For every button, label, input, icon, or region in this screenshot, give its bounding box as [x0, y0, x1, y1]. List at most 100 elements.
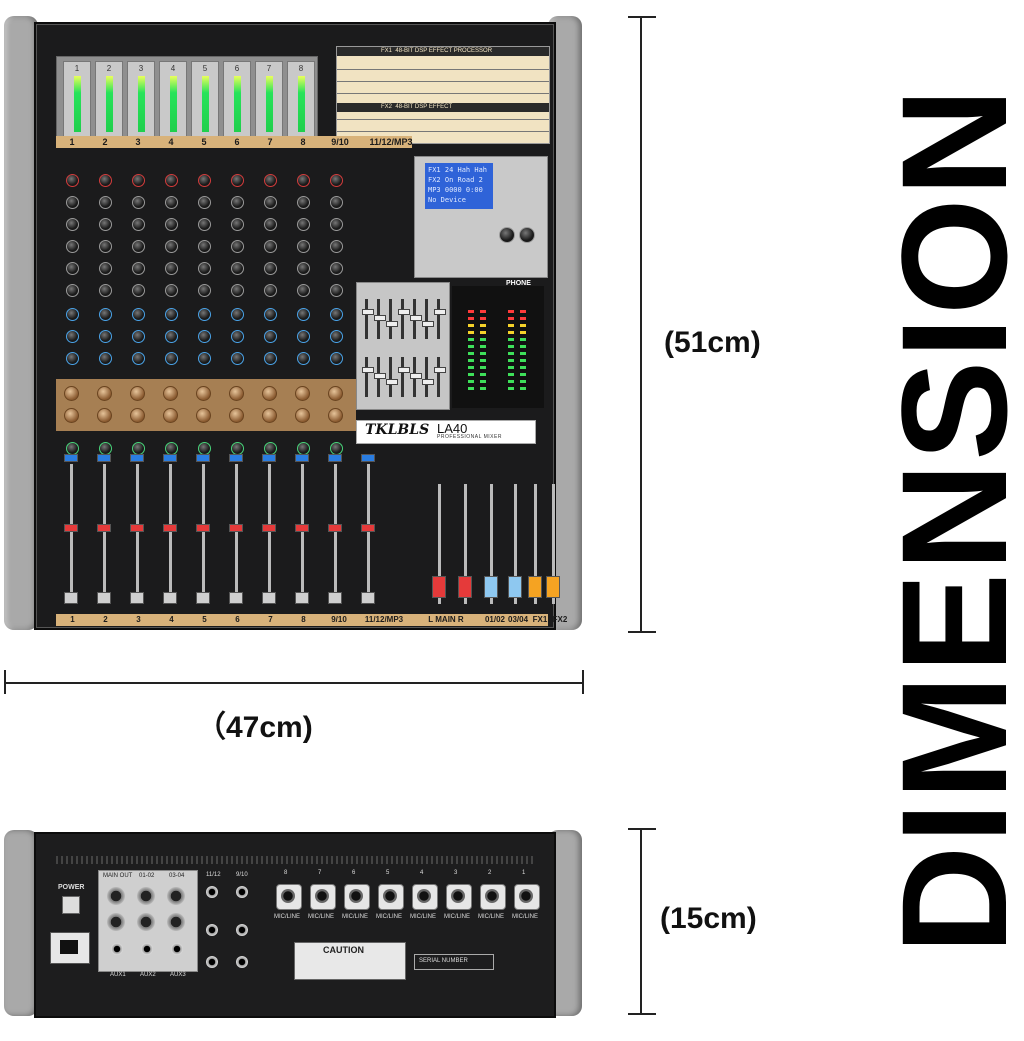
channel-fader[interactable]: [328, 592, 342, 604]
fx-send-knob[interactable]: [229, 386, 244, 401]
channel-knob[interactable]: [330, 240, 343, 253]
channel-knob[interactable]: [264, 284, 277, 297]
fx-send-knob[interactable]: [163, 386, 178, 401]
combo-input-jack[interactable]: [378, 884, 404, 910]
power-switch[interactable]: [62, 896, 80, 914]
channel-knob[interactable]: [165, 218, 178, 231]
aux1-jack[interactable]: [111, 943, 123, 955]
geq-slider-cap[interactable]: [422, 321, 434, 327]
channel-knob[interactable]: [132, 196, 145, 209]
channel-knob[interactable]: [66, 196, 79, 209]
channel-knob[interactable]: [330, 262, 343, 275]
geq-slider-cap[interactable]: [374, 373, 386, 379]
fx-send-knob[interactable]: [130, 386, 145, 401]
geq-slider-cap[interactable]: [398, 367, 410, 373]
aux3-jack[interactable]: [171, 943, 183, 955]
mute-button[interactable]: [328, 524, 342, 532]
channel-fader[interactable]: [262, 592, 276, 604]
channel-knob[interactable]: [132, 352, 145, 365]
select-button[interactable]: [229, 454, 243, 462]
channel-knob[interactable]: [297, 308, 310, 321]
combo-input-jack[interactable]: [446, 884, 472, 910]
fx-send-knob[interactable]: [64, 386, 79, 401]
geq-slider-cap[interactable]: [374, 315, 386, 321]
fx-send-knob[interactable]: [295, 386, 310, 401]
xlr-bus-01[interactable]: [137, 887, 155, 905]
mute-button[interactable]: [64, 524, 78, 532]
channel-knob[interactable]: [330, 352, 343, 365]
channel-fader[interactable]: [361, 592, 375, 604]
channel-knob[interactable]: [330, 284, 343, 297]
channel-fader[interactable]: [295, 592, 309, 604]
channel-knob[interactable]: [231, 284, 244, 297]
channel-knob[interactable]: [66, 330, 79, 343]
xlr-bus-04[interactable]: [167, 913, 185, 931]
fx-send-knob[interactable]: [229, 408, 244, 423]
channel-knob[interactable]: [132, 262, 145, 275]
channel-knob[interactable]: [330, 330, 343, 343]
channel-knob[interactable]: [99, 284, 112, 297]
mute-button[interactable]: [229, 524, 243, 532]
channel-knob[interactable]: [330, 174, 343, 187]
channel-knob[interactable]: [165, 174, 178, 187]
channel-knob[interactable]: [66, 240, 79, 253]
fx-level-knob[interactable]: [519, 227, 535, 243]
geq-slider-cap[interactable]: [410, 315, 422, 321]
channel-fader[interactable]: [130, 592, 144, 604]
fx-send-knob[interactable]: [97, 386, 112, 401]
channel-knob[interactable]: [132, 218, 145, 231]
xlr-bus-03[interactable]: [167, 887, 185, 905]
channel-knob[interactable]: [99, 352, 112, 365]
channel-fader[interactable]: [163, 592, 177, 604]
channel-knob[interactable]: [264, 218, 277, 231]
fx-send-knob[interactable]: [196, 408, 211, 423]
channel-knob[interactable]: [231, 330, 244, 343]
channel-knob[interactable]: [99, 262, 112, 275]
channel-knob[interactable]: [198, 240, 211, 253]
jack-11-l[interactable]: [206, 886, 218, 898]
channel-knob[interactable]: [198, 330, 211, 343]
master-fader[interactable]: [484, 576, 498, 598]
combo-input-jack[interactable]: [480, 884, 506, 910]
select-button[interactable]: [97, 454, 111, 462]
channel-knob[interactable]: [264, 196, 277, 209]
channel-knob[interactable]: [297, 196, 310, 209]
geq-slider-cap[interactable]: [398, 309, 410, 315]
select-button[interactable]: [64, 454, 78, 462]
channel-knob[interactable]: [264, 174, 277, 187]
channel-knob[interactable]: [66, 174, 79, 187]
channel-knob[interactable]: [297, 240, 310, 253]
channel-knob[interactable]: [231, 174, 244, 187]
channel-fader[interactable]: [229, 592, 243, 604]
channel-knob[interactable]: [297, 262, 310, 275]
geq-slider-cap[interactable]: [362, 367, 374, 373]
channel-knob[interactable]: [99, 196, 112, 209]
channel-knob[interactable]: [297, 174, 310, 187]
geq-slider-cap[interactable]: [410, 373, 422, 379]
channel-knob[interactable]: [165, 330, 178, 343]
channel-knob[interactable]: [264, 262, 277, 275]
channel-knob[interactable]: [99, 308, 112, 321]
channel-knob[interactable]: [165, 196, 178, 209]
select-button[interactable]: [130, 454, 144, 462]
fx-send-knob[interactable]: [130, 408, 145, 423]
fx-send-knob[interactable]: [97, 408, 112, 423]
channel-knob[interactable]: [99, 240, 112, 253]
channel-knob[interactable]: [330, 218, 343, 231]
mute-button[interactable]: [262, 524, 276, 532]
fx-send-knob[interactable]: [163, 408, 178, 423]
geq-slider-cap[interactable]: [434, 309, 446, 315]
channel-knob[interactable]: [198, 196, 211, 209]
mute-button[interactable]: [361, 524, 375, 532]
channel-knob[interactable]: [66, 284, 79, 297]
fx-program-knob[interactable]: [499, 227, 515, 243]
fx-send-knob[interactable]: [64, 408, 79, 423]
channel-knob[interactable]: [132, 284, 145, 297]
channel-knob[interactable]: [165, 284, 178, 297]
jack-10[interactable]: [236, 956, 248, 968]
combo-input-jack[interactable]: [344, 884, 370, 910]
jack-9-l[interactable]: [236, 886, 248, 898]
combo-input-jack[interactable]: [514, 884, 540, 910]
channel-knob[interactable]: [198, 218, 211, 231]
select-button[interactable]: [361, 454, 375, 462]
